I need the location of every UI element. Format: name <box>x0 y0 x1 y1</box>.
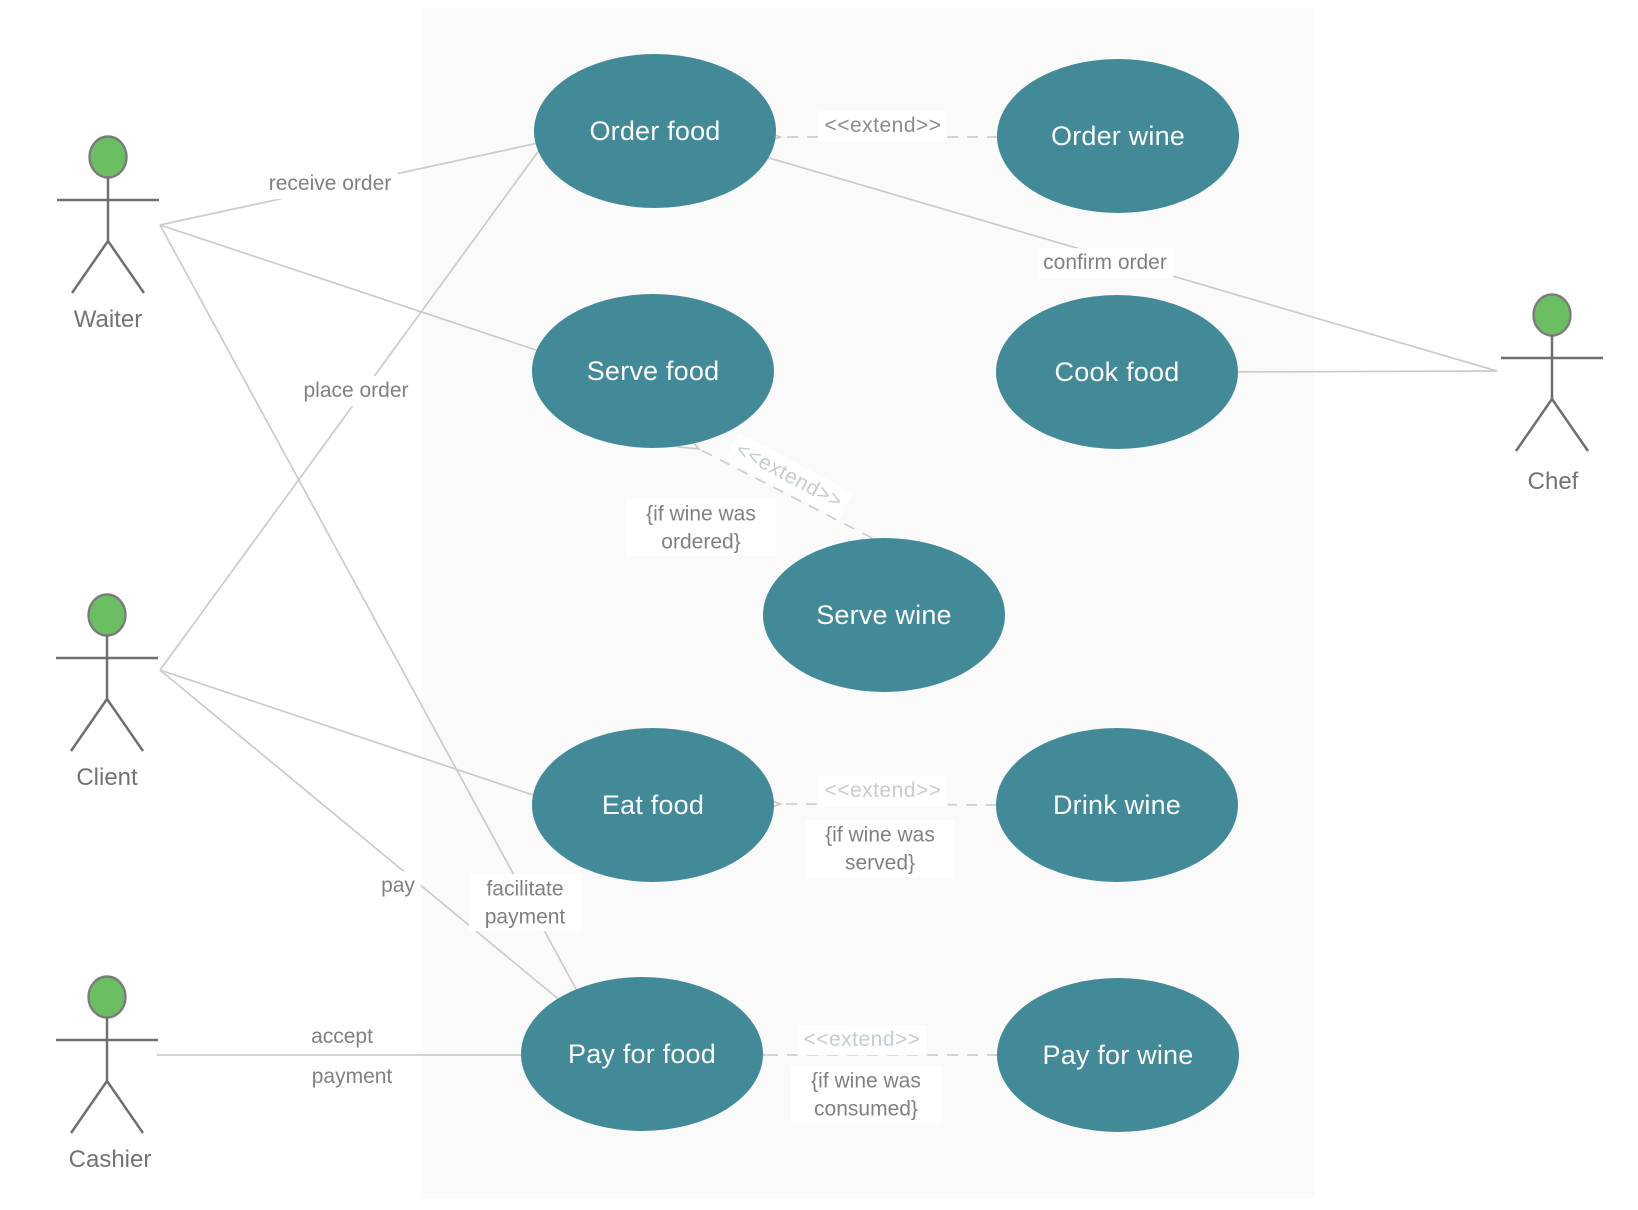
actor-client-label: Client <box>76 764 138 791</box>
label-pay: pay <box>375 871 421 901</box>
use-case-order-food[interactable]: Order food <box>534 54 776 208</box>
use-case-pay-for-wine[interactable]: Pay for wine <box>997 978 1239 1132</box>
label-payment: payment <box>305 1062 399 1092</box>
actor-waiter-label: Waiter <box>73 306 143 333</box>
assoc-cook-food-chef <box>1219 370 1498 373</box>
actor-waiter[interactable] <box>57 135 159 294</box>
use-case-serve-wine[interactable]: Serve wine <box>763 538 1005 692</box>
use-case-order-wine[interactable]: Order wine <box>997 59 1239 213</box>
label-facilitate-payment: facilitate payment <box>469 874 581 932</box>
extend-stereotype-order: <<extend>> <box>818 111 948 141</box>
actor-client[interactable] <box>56 593 158 752</box>
actor-chef-label: Chef <box>1527 468 1579 495</box>
actor-chef[interactable] <box>1501 293 1603 452</box>
extend-stereotype-eat: <<extend>> <box>818 776 948 806</box>
actor-waiter-head <box>88 135 128 179</box>
label-accept: accept <box>305 1022 379 1052</box>
guard-if-wine-was-consumed: {if wine was consumed} <box>791 1066 941 1124</box>
use-case-eat-food[interactable]: Eat food <box>532 728 774 882</box>
actor-cashier-label: Cashier <box>68 1146 152 1173</box>
assoc-client-eat-food <box>159 669 549 801</box>
use-case-drink-wine[interactable]: Drink wine <box>996 728 1238 882</box>
actor-client-head <box>87 593 127 637</box>
label-receive-order: receive order <box>262 169 398 199</box>
extend-serve-wine-serve-food <box>699 449 873 539</box>
extend-stereotype-pay: <<extend>> <box>797 1025 927 1055</box>
use-case-pay-for-food[interactable]: Pay for food <box>521 977 763 1131</box>
use-case-serve-food[interactable]: Serve food <box>532 294 774 448</box>
guard-if-wine-was-ordered: {if wine was ordered} <box>626 499 776 557</box>
assoc-waiter-pay-for-food <box>159 224 583 1001</box>
use-case-cook-food[interactable]: Cook food <box>996 295 1238 449</box>
label-confirm-order: confirm order <box>1037 248 1173 278</box>
label-place-order: place order <box>297 376 415 406</box>
actor-cashier-head <box>87 975 127 1019</box>
actor-cashier[interactable] <box>56 975 158 1134</box>
assoc-waiter-serve-food <box>159 224 561 359</box>
actor-chef-head <box>1532 293 1572 337</box>
guard-if-wine-was-served: {if wine was served} <box>805 820 955 878</box>
assoc-client-pay-for-food <box>159 669 569 1008</box>
